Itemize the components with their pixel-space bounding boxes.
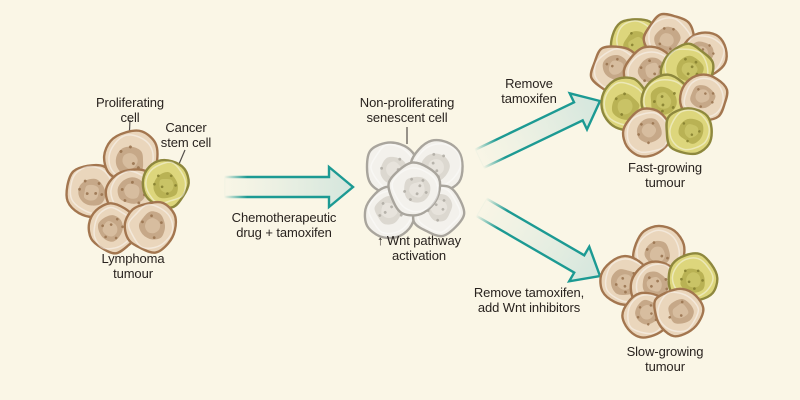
grey-cell xyxy=(411,184,466,238)
label-proliferating-cell: Proliferating cell xyxy=(95,95,165,126)
grey-cell xyxy=(387,161,442,217)
label-remove-tamoxifen-add-wnt: Remove tamoxifen, add Wnt inhibitors xyxy=(473,285,585,316)
fast-growing-tumour-cluster xyxy=(589,12,729,158)
label-lymphoma-tumour: Lymphoma tumour xyxy=(101,251,165,282)
tan-cell xyxy=(653,287,705,338)
label-remove-tamoxifen: Remove tamoxifen xyxy=(501,76,557,107)
label-fast-growing-tumour: Fast-growing tumour xyxy=(628,160,702,191)
label-chemotherapeutic-drug: Chemotherapeutic drug + tamoxifen xyxy=(231,210,337,241)
tan-cell xyxy=(621,107,675,158)
arrow-remove-tamoxifen xyxy=(473,91,602,170)
arrow-remove-add-wnt xyxy=(474,196,602,283)
pointer-cancer-stem-cell xyxy=(178,149,186,165)
label-wnt-pathway-activation: ↑ Wnt pathway activation xyxy=(377,233,461,264)
senescent-cell-cluster xyxy=(363,138,466,240)
yellow-cell xyxy=(141,158,190,209)
slow-growing-tumour-cluster xyxy=(599,224,719,339)
tan-cell xyxy=(123,200,178,254)
arrow-chemo-treatment xyxy=(222,164,355,210)
label-slow-growing-tumour: Slow-growing tumour xyxy=(626,344,704,375)
label-cancer-stem-cell: Cancer stem cell xyxy=(160,120,212,151)
yellow-cell xyxy=(665,107,713,156)
label-senescent-cell: Non-proliferating senescent cell xyxy=(359,95,455,126)
lymphoma-tumour-cluster xyxy=(65,129,190,255)
tan-cell xyxy=(87,202,140,255)
